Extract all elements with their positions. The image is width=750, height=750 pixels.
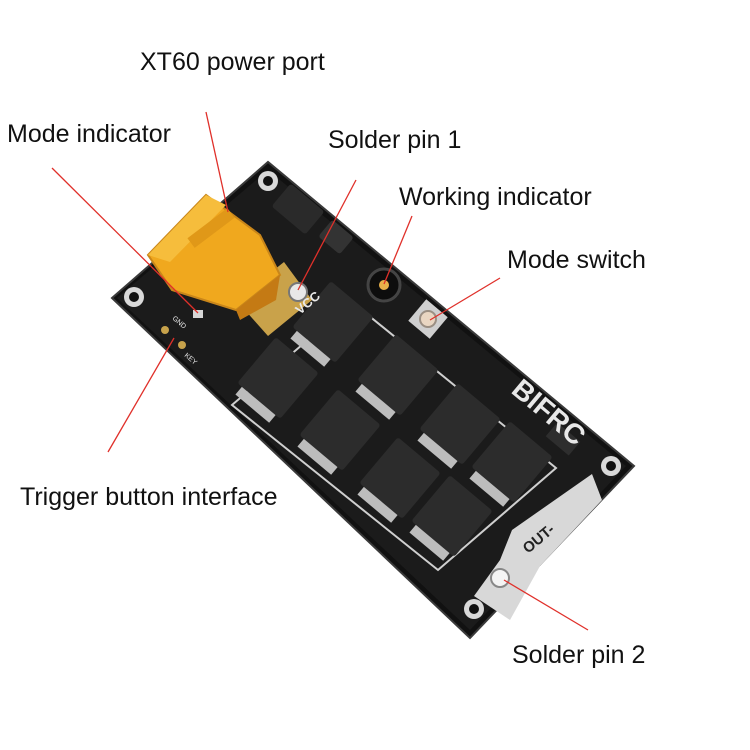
mosfet bbox=[409, 476, 492, 561]
regulator-chip bbox=[272, 184, 324, 234]
mosfet bbox=[357, 438, 440, 523]
mosfet bbox=[235, 338, 318, 423]
solder-pin-1-hole bbox=[288, 282, 308, 302]
leader-line-working-indicator bbox=[383, 215, 413, 285]
solder-pin-1-label: Solder pin 1 bbox=[328, 126, 462, 154]
capacitor bbox=[319, 220, 353, 254]
mosfet bbox=[469, 422, 552, 507]
mode-indicator-label: Mode indicator bbox=[7, 120, 171, 148]
leader-line-trigger bbox=[107, 337, 175, 453]
mounting-holes bbox=[124, 171, 621, 619]
out-copper-pad bbox=[474, 474, 602, 620]
diode bbox=[545, 422, 581, 456]
mode-switch-button bbox=[408, 299, 448, 339]
leader-lines bbox=[51, 111, 589, 631]
leader-line-xt60 bbox=[205, 111, 229, 213]
mosfet bbox=[417, 384, 500, 469]
xt60-power-port-label: XT60 power port bbox=[140, 48, 325, 76]
trigger-pad bbox=[161, 326, 169, 334]
leader-line-solder-pin-2 bbox=[503, 579, 589, 631]
leader-line-mode-indicator bbox=[51, 167, 199, 314]
leader-line-mode-switch bbox=[429, 277, 501, 321]
mode-indicator-led bbox=[193, 310, 203, 318]
solder-pin-2-label: Solder pin 2 bbox=[512, 641, 646, 669]
solder-pin-2-hole bbox=[490, 568, 510, 588]
mosfet-array bbox=[235, 282, 552, 561]
trigger-pad bbox=[178, 341, 186, 349]
mosfet bbox=[355, 335, 438, 420]
working-indicator-label: Working indicator bbox=[399, 183, 592, 211]
mosfet bbox=[290, 282, 373, 367]
leader-line-solder-pin-1 bbox=[297, 179, 357, 291]
mode-switch-label: Mode switch bbox=[507, 246, 646, 274]
xt60-connector bbox=[146, 193, 282, 320]
mosfet bbox=[297, 390, 380, 475]
trigger-button-interface-label: Trigger button interface bbox=[20, 483, 278, 511]
